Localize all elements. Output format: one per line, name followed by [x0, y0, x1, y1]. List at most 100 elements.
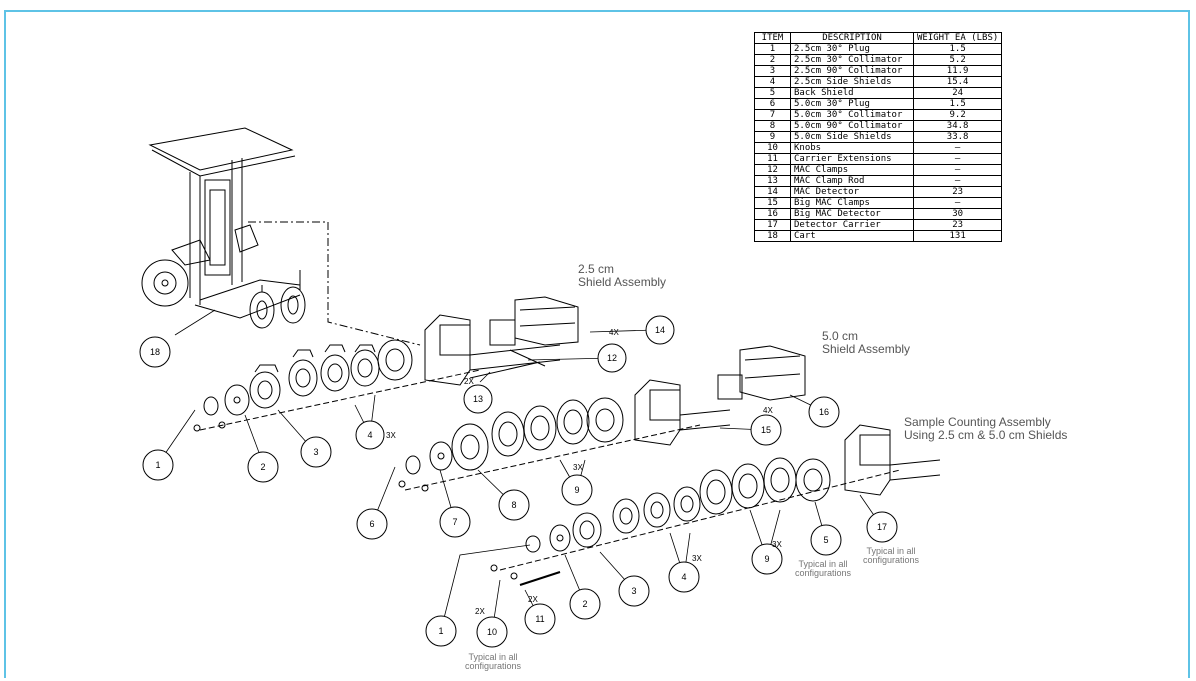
- item-number-cell: 8: [754, 120, 791, 132]
- balloon-text: 4: [367, 430, 372, 440]
- balloon-numbers: 18 14 12 13 1 2 3 4 6 7 8 9 15 16 17 5 9…: [150, 325, 887, 637]
- balloon-4b: [668, 561, 700, 593]
- weight-cell: 1.5: [912, 43, 1003, 55]
- cart-link-line: [248, 221, 421, 346]
- item-number-cell: 5: [754, 87, 791, 99]
- multiplier-4x-15: 4X: [763, 406, 773, 415]
- multiplier-2x-11: 2X: [528, 595, 538, 604]
- balloon-12: [597, 343, 627, 373]
- balloon-9: [561, 474, 593, 506]
- description-cell: 2.5cm 30° Plug: [790, 43, 914, 55]
- balloon-text: 1: [155, 460, 160, 470]
- description-cell: MAC Clamp Rod: [790, 175, 914, 187]
- balloon-text: 3: [631, 586, 636, 596]
- sample-counting-assembly: [490, 424, 941, 586]
- balloon-text: 2: [582, 599, 587, 609]
- balloon-2: [247, 451, 279, 483]
- weight-cell: 11.9: [912, 65, 1003, 77]
- sample-assembly-title: Sample Counting Assembly: [904, 415, 1051, 429]
- balloon-18: [139, 336, 171, 368]
- weight-cell: 23: [912, 219, 1003, 231]
- weight-cell: —: [912, 142, 1003, 154]
- balloon-3b: [618, 575, 650, 607]
- balloon-5: [810, 524, 842, 556]
- item-number-cell: 12: [754, 164, 791, 176]
- balloon-7: [439, 506, 471, 538]
- weight-cell: 131: [912, 230, 1003, 242]
- shield-ring-25: [249, 344, 380, 409]
- description-cell: 2.5cm Side Shields: [790, 76, 914, 88]
- balloon-11: [524, 603, 556, 635]
- weight-cell: 5.2: [912, 54, 1003, 66]
- weight-cell: —: [912, 164, 1003, 176]
- balloon-text: 17: [877, 522, 887, 532]
- balloon-text: 9: [574, 485, 579, 495]
- multiplier-3x-9: 3X: [573, 463, 583, 472]
- item-number-cell: 7: [754, 109, 791, 121]
- typical-note-10: Typical in all configurations: [465, 652, 522, 671]
- balloon-text: 11: [535, 614, 544, 624]
- description-cell: 5.0cm 30° Collimator: [790, 109, 914, 121]
- balloon-text: 3: [313, 447, 318, 457]
- weight-cell: 34.8: [912, 120, 1003, 132]
- balloon-9b: [751, 543, 783, 575]
- item-number-cell: 18: [754, 230, 791, 242]
- multiplier-2x-10: 2X: [475, 607, 485, 616]
- item-number-cell: 15: [754, 197, 791, 209]
- item-number-cell: 10: [754, 142, 791, 154]
- item-number-cell: 11: [754, 153, 791, 165]
- weight-cell: —: [912, 197, 1003, 209]
- item-number-cell: 17: [754, 219, 791, 231]
- balloon-text: 18: [150, 347, 160, 357]
- balloon-text: 8: [511, 500, 516, 510]
- description-cell: Carrier Extensions: [790, 153, 914, 165]
- multiplier-3x-4: 3X: [386, 431, 396, 440]
- description-cell: 5.0cm 90° Collimator: [790, 120, 914, 132]
- balloon-text: 5: [823, 535, 828, 545]
- weight-cell: 24: [912, 87, 1003, 99]
- balloon-text: 14: [655, 325, 665, 335]
- balloon-text: 10: [487, 627, 497, 637]
- item-number-cell: 4: [754, 76, 791, 88]
- weight-cell: 23: [912, 186, 1003, 198]
- balloon-4: [355, 420, 385, 450]
- description-cell: 5.0cm 30° Plug: [790, 98, 914, 110]
- shield-assembly-25: [193, 296, 579, 432]
- weight-cell: 15.4: [912, 76, 1003, 88]
- multiplier-2x-13: 2X: [464, 377, 474, 386]
- header-weight: WEIGHT EA (LBS): [912, 32, 1003, 44]
- item-number-cell: 1: [754, 43, 791, 55]
- header-description: DESCRIPTION: [790, 32, 914, 44]
- balloon-1b: [425, 615, 457, 647]
- balloon-17: [866, 511, 898, 543]
- header-item: ITEM: [754, 32, 791, 44]
- sample-assembly-label: Sample Counting Assembly Using 2.5 cm & …: [904, 416, 1067, 442]
- balloon-text: 12: [607, 353, 617, 363]
- description-cell: MAC Detector: [790, 186, 914, 198]
- multiplier-3x-4b: 3X: [692, 554, 702, 563]
- balloon-text: 1: [438, 626, 443, 636]
- shield-50-label: 5.0 cm Shield Assembly: [822, 330, 910, 356]
- multiplier-3x-9b: 3X: [772, 540, 782, 549]
- description-cell: 2.5cm 30° Collimator: [790, 54, 914, 66]
- description-cell: Back Shield: [790, 87, 914, 99]
- balloon-text: 4: [681, 572, 686, 582]
- balloon-8: [498, 489, 530, 521]
- balloon-14: [645, 315, 675, 345]
- typical-note-5: Typical in all configurations: [795, 559, 852, 578]
- shield-assembly-50: [398, 345, 806, 492]
- table-header-row: ITEM DESCRIPTION WEIGHT EA (LBS): [754, 32, 1003, 44]
